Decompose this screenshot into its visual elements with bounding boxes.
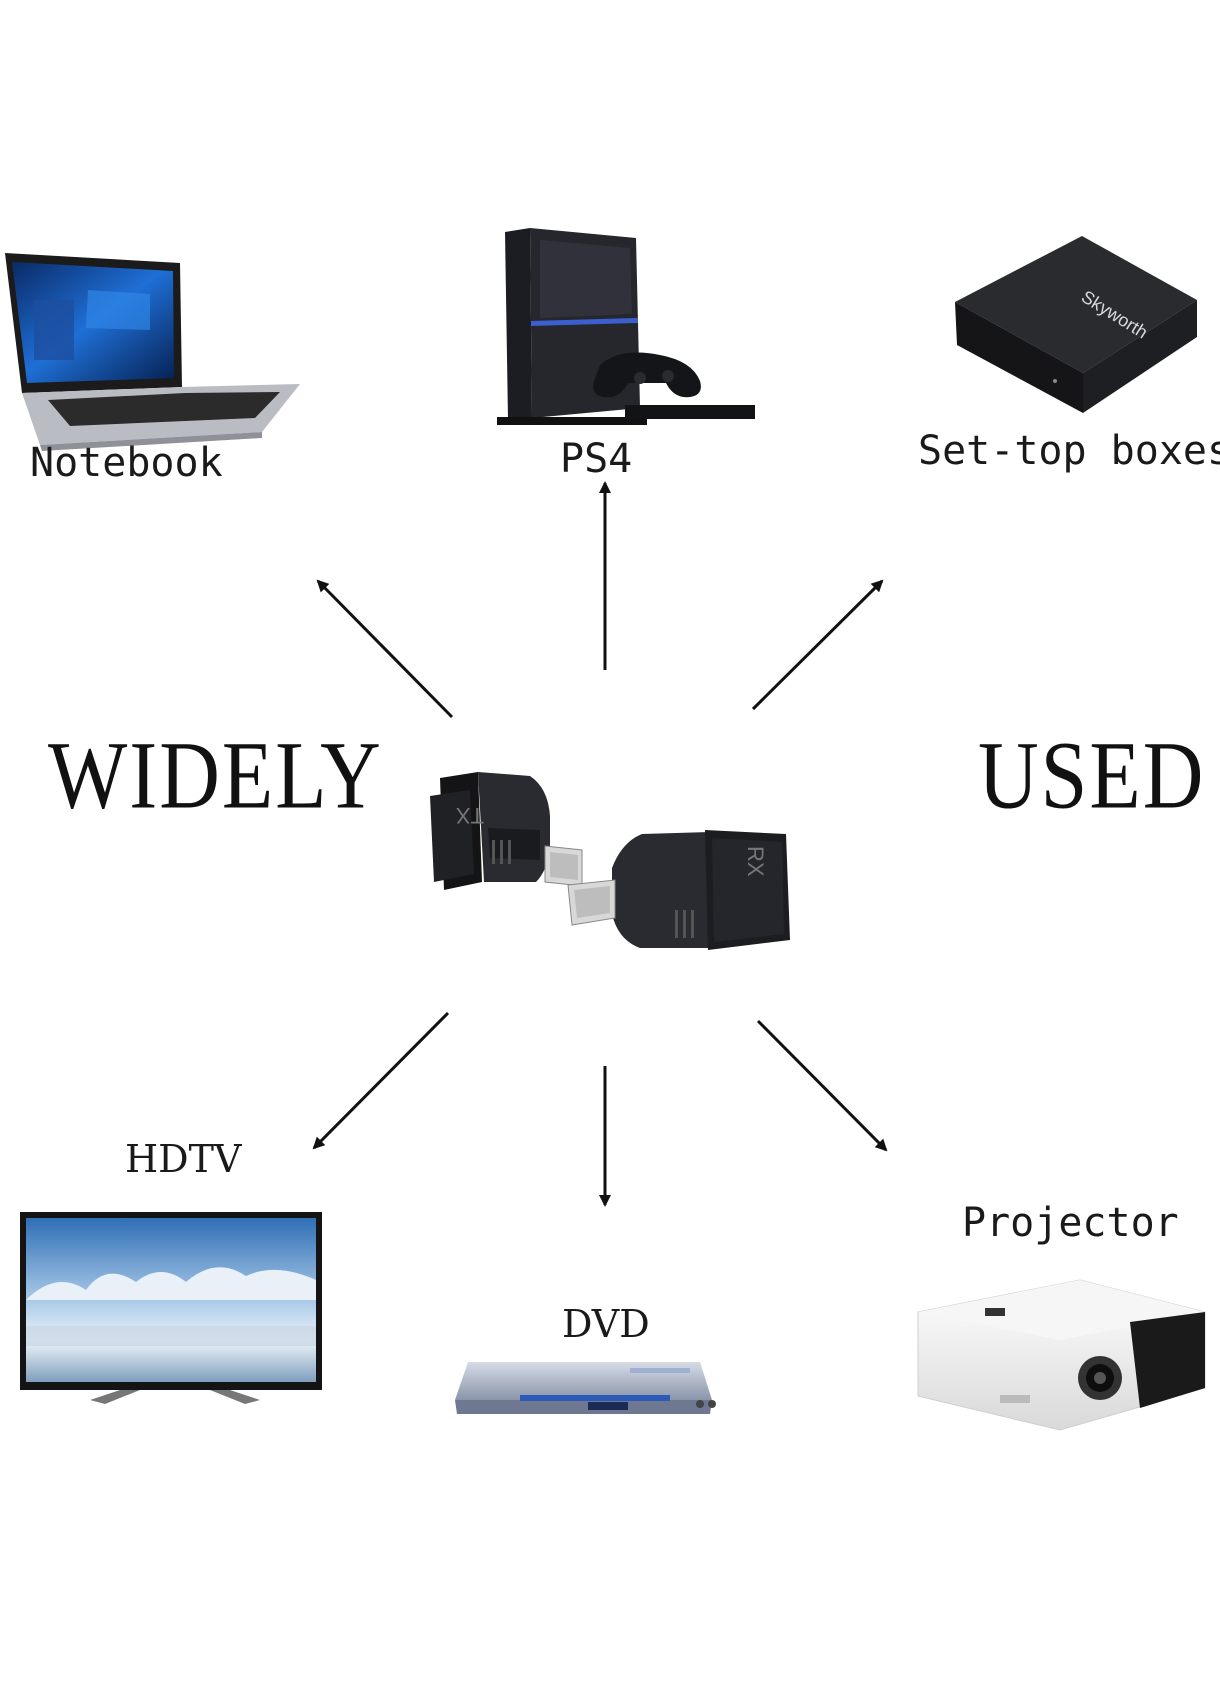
label-projector: Projector bbox=[962, 1200, 1179, 1246]
arrow-to-notebook bbox=[316, 579, 454, 719]
label-dvd: DVD bbox=[562, 1302, 650, 1346]
label-ps4: PS4 bbox=[560, 436, 633, 482]
projector-icon bbox=[917, 1279, 1206, 1431]
notebook-icon bbox=[5, 253, 300, 451]
arrow-to-hdtv bbox=[312, 1011, 450, 1150]
hdmi-extender-pair-icon: TX RX bbox=[430, 772, 790, 950]
dvd-icon bbox=[455, 1362, 716, 1414]
label-notebook: Notebook bbox=[30, 440, 223, 486]
label-hdtv: HDTV bbox=[125, 1137, 242, 1181]
arrow-to-projector bbox=[756, 1019, 888, 1152]
tx-adapter-icon: TX bbox=[430, 772, 583, 890]
tx-label: TX bbox=[456, 803, 484, 828]
hdtv-icon bbox=[20, 1212, 322, 1404]
headline-right: USED bbox=[978, 722, 1206, 830]
arrow-to-set-top-box bbox=[751, 579, 884, 711]
headline-left: WIDELY bbox=[48, 722, 383, 830]
rx-label: RX bbox=[743, 846, 768, 877]
set-top-box-icon: Skyworth bbox=[955, 236, 1197, 413]
label-set-top-boxes: Set-top boxes bbox=[918, 428, 1220, 474]
rx-adapter-icon: RX bbox=[567, 830, 790, 950]
arrows bbox=[312, 481, 888, 1207]
ps4-icon bbox=[497, 228, 755, 425]
